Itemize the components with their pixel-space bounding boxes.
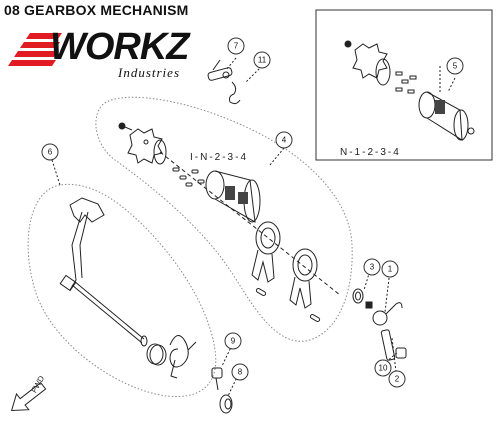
callout-label-2: 2 — [395, 375, 400, 384]
inset-box — [315, 9, 493, 161]
callout-label-4: 4 — [282, 136, 287, 145]
brand-logo-wordmark: WORKZ — [50, 26, 190, 68]
callout-circle-4 — [275, 131, 293, 149]
callout-circle-8 — [231, 363, 249, 381]
forward-direction-label: FWD — [29, 374, 46, 394]
callout-circle-9 — [224, 332, 242, 350]
part-detent-arm-1 — [372, 302, 403, 326]
forward-arrow-icon — [10, 381, 47, 411]
callout-label-1: 1 — [388, 265, 393, 274]
inset-index-disc — [375, 58, 391, 86]
part-shift-fork-2 — [289, 248, 318, 309]
part-shaft-collar — [146, 343, 167, 366]
callout-label-5: 5 — [453, 62, 458, 71]
callout-circle-6 — [41, 143, 59, 161]
part-star-plate — [127, 128, 163, 164]
part-detent-spring-assembly — [207, 59, 241, 105]
part-bolt-9 — [211, 367, 223, 391]
inset-shift-drum — [418, 91, 475, 141]
callout-label-8: 8 — [238, 368, 243, 377]
callout-circle-5 — [446, 57, 464, 75]
callout-circle-3 — [363, 258, 381, 276]
part-screw-small — [118, 122, 133, 131]
part-shift-drum — [205, 170, 261, 223]
callout-label-10: 10 — [379, 364, 388, 373]
brand-logo-subtitle: Industries — [118, 65, 180, 80]
page-title: 08 GEARBOX MECHANISM — [4, 2, 189, 18]
callout-circle-7 — [227, 37, 245, 55]
callout-label-7: 7 — [234, 42, 239, 51]
part-stopper-pin-2 — [380, 329, 396, 361]
callout-circle-11 — [253, 51, 271, 69]
part-pins-main — [172, 167, 205, 187]
gear-sequence-main: I-N-2-3-4 — [190, 152, 248, 163]
callout-label-3: 3 — [370, 263, 375, 272]
callout-circle-10 — [374, 359, 392, 377]
callout-circle-1 — [381, 260, 399, 278]
part-washer-8 — [219, 394, 233, 414]
part-oil-seal-3 — [352, 288, 364, 304]
part-shift-shaft — [59, 197, 148, 347]
part-return-spring — [169, 335, 197, 379]
group-outline-shift-drum — [95, 96, 353, 342]
logo-speed-stripes — [8, 33, 62, 66]
inset-star-plate — [352, 43, 388, 79]
gear-sequence-inset: N-1-2-3-4 — [340, 147, 401, 158]
callout-label-11: 11 — [258, 56, 267, 65]
callout-circle-2 — [388, 370, 406, 388]
part-small-bolt — [365, 301, 373, 309]
callout-label-9: 9 — [231, 337, 236, 346]
group-outline-shift-shaft — [27, 183, 217, 397]
part-shift-fork-1 — [251, 221, 281, 283]
part-index-disc — [153, 139, 167, 165]
part-bolt-10 — [395, 347, 407, 359]
callout-label-6: 6 — [48, 148, 53, 157]
inset-screw — [344, 40, 352, 48]
inset-pins — [395, 71, 417, 94]
